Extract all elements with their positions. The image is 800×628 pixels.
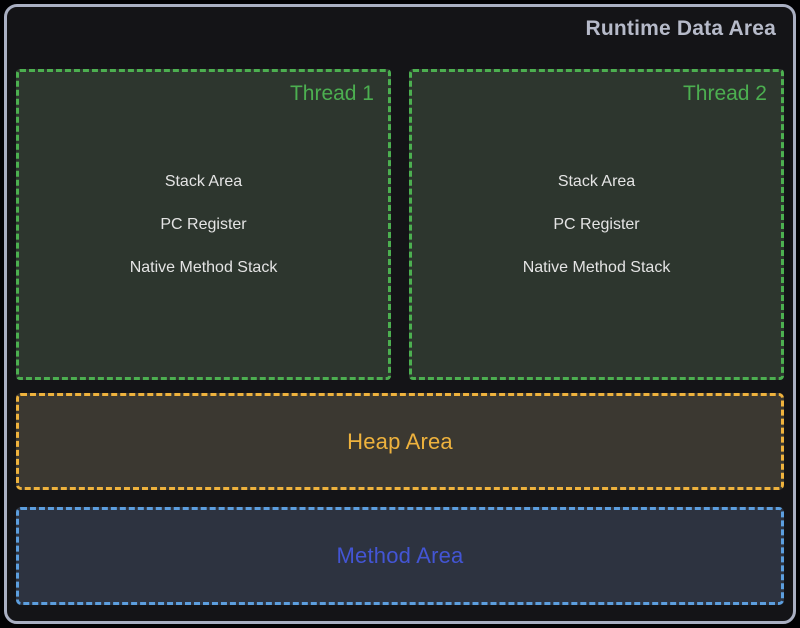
heap-area-box: Heap Area — [16, 393, 784, 490]
thread-1-label: Thread 1 — [289, 82, 374, 105]
heap-area-label: Heap Area — [347, 428, 453, 454]
pc-register-item: PC Register — [553, 215, 640, 233]
method-area-box: Method Area — [16, 507, 784, 605]
stack-area-item: Stack Area — [164, 172, 243, 190]
pc-register-item: PC Register — [160, 215, 247, 233]
native-method-stack-item: Native Method Stack — [129, 258, 278, 276]
thread-2-label: Thread 2 — [682, 82, 767, 105]
thread-1-box: Thread 1 Stack Area PC Register Native M… — [16, 69, 391, 380]
threads-row: Thread 1 Stack Area PC Register Native M… — [16, 69, 784, 380]
thread-1-items: Stack Area PC Register Native Method Sta… — [19, 72, 388, 377]
stack-area-item: Stack Area — [557, 172, 636, 190]
panel-title: Runtime Data Area — [585, 17, 776, 40]
method-area-label: Method Area — [336, 543, 464, 568]
runtime-data-area-panel: Runtime Data Area Thread 1 Stack Area PC… — [4, 4, 796, 624]
thread-2-box: Thread 2 Stack Area PC Register Native M… — [409, 69, 784, 380]
native-method-stack-item: Native Method Stack — [522, 258, 671, 276]
thread-2-items: Stack Area PC Register Native Method Sta… — [412, 72, 781, 377]
